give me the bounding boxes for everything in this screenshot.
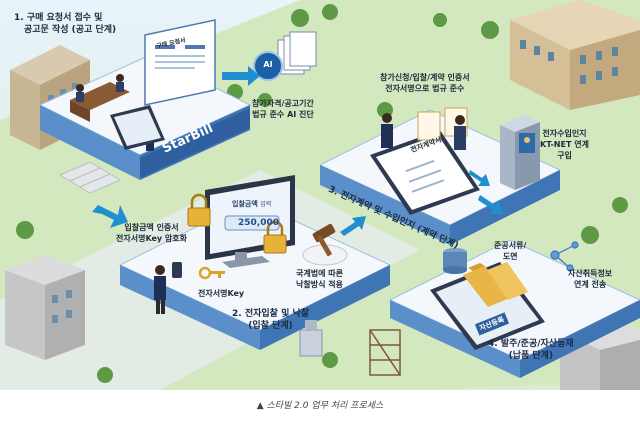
figure-caption: ▲ 스타빌 2.0 업무 처리 프로세스 (256, 401, 384, 411)
people-step-3 (381, 113, 466, 150)
person-with-phone (154, 262, 182, 314)
tablet-step-1 (110, 105, 165, 150)
ai-badge: AI (263, 60, 273, 69)
arrow-3-to-4 (478, 195, 504, 214)
docs-line-2: 도면 (502, 252, 518, 261)
step-2-line-2: (입찰 단계) (248, 321, 293, 331)
gavel-icon (302, 223, 348, 266)
stairs (58, 161, 122, 194)
key-icon (198, 266, 225, 280)
contract-cert-label: 참가신청/입찰/계약 인증서 전자서명으로 법규 준수 (380, 72, 470, 94)
encrypt-label: 입찰금액 인증서 전자서명Key 암호화 (116, 222, 187, 244)
bid-amount-value: 250,000 (238, 218, 279, 228)
encrypt-line-2: 전자서명Key 암호화 (116, 234, 188, 243)
step-1-line-2: 공고문 작성 (공고 단계) (24, 25, 117, 35)
database-icon (443, 248, 467, 274)
step-4-label: 4. 발주/준공/자산등재 (납품 단계) (488, 338, 574, 362)
award-label: 국계법에 따른 낙찰방식 적용 (296, 268, 343, 290)
ai-document-stack (253, 31, 317, 81)
arrow-1-to-ai (222, 66, 260, 86)
step-2-label: 2. 전자입찰 및 낙찰 (입찰 단계) (232, 308, 309, 332)
award-line-1: 국계법에 따른 (296, 269, 343, 278)
announcement-document (144, 19, 216, 106)
contract-tablet (370, 130, 480, 215)
ai-check-label: 참가자격/공고기간 법규 준수 AI 진단 (252, 98, 314, 120)
lock-icon (187, 193, 287, 254)
ai-check-line-1: 참가자격/공고기간 (252, 99, 314, 108)
construction-scaffold (369, 329, 401, 376)
bid-amount-sub: 입력 (260, 201, 272, 208)
asset-transfer-line-2: 연계 전송 (573, 280, 607, 289)
desk-scene-step-1 (70, 74, 154, 151)
sign-key-label: 전자서명Key (198, 289, 245, 298)
ai-check-line-2: 법규 준수 AI 진단 (252, 110, 314, 119)
step-4-line-2: (납품 단계) (508, 351, 554, 361)
building-left-bottom (5, 255, 85, 360)
bid-amount-title: 입찰금액 (232, 200, 258, 208)
network-icon (550, 241, 579, 272)
step-4-line-1: 4. 발주/준공/자산등재 (488, 339, 574, 349)
asset-transfer-label: 자산취득정보 연계 전송 (568, 268, 612, 290)
encrypt-line-1: 입찰금액 인증서 (124, 223, 179, 232)
revenue-stamp-line-1: 전자수입인지 (542, 129, 587, 138)
asset-transfer-line-1: 자산취득정보 (568, 269, 613, 278)
award-line-2: 낙찰방식 적용 (296, 280, 343, 289)
trees (16, 4, 628, 383)
step-1-label: 1. 구매 요청서 접수 및 공고문 작성 (공고 단계) (14, 12, 116, 36)
revenue-stamp-line-3: 구입 (557, 151, 572, 160)
revenue-stamp-line-2: KT-NET 연계 (540, 140, 589, 149)
building-right-top (510, 0, 640, 110)
step-2-line-1: 2. 전자입찰 및 낙찰 (232, 309, 310, 319)
arrow-2-to-3 (340, 216, 366, 236)
kiosk (500, 115, 540, 190)
contract-cert-line-2: 전자서명으로 법규 준수 (385, 84, 465, 93)
revenue-stamp-label: 전자수입인지 KT-NET 연계 구입 (540, 128, 589, 161)
bid-amount-box: 입찰금액 입력 (232, 199, 271, 209)
arrow-3-inner (469, 170, 490, 186)
brand-band (140, 108, 250, 178)
folder-icon (463, 262, 528, 307)
arrow-1-to-2 (92, 205, 128, 228)
step-1-line-1: 1. 구매 요청서 접수 및 (14, 13, 103, 23)
flow-arrows (92, 66, 504, 236)
machine-icon (299, 320, 323, 357)
contract-cert-line-1: 참가신청/입찰/계약 인증서 (380, 73, 470, 82)
docs-label: 준공서류/ 도면 (494, 240, 526, 262)
docs-line-1: 준공서류/ (494, 241, 527, 250)
